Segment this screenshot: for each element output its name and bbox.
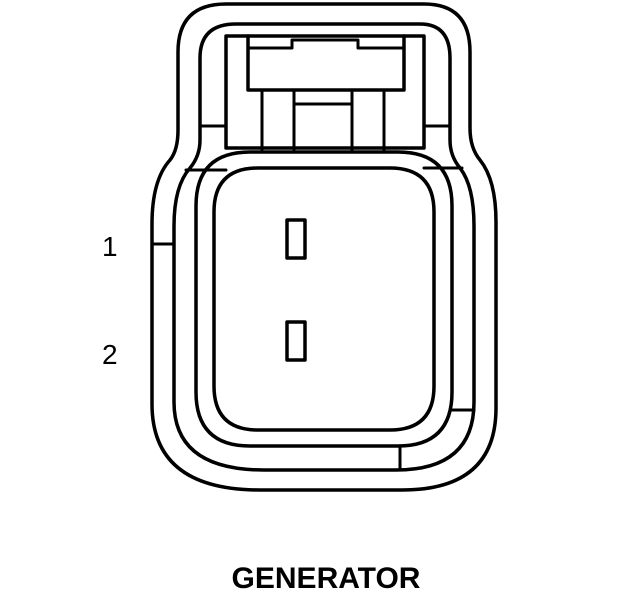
pin-cavity-2 bbox=[285, 320, 307, 362]
housing-inner-band bbox=[172, 22, 476, 472]
latch-tab bbox=[246, 34, 406, 92]
pin-label-2: 2 bbox=[102, 339, 118, 370]
mating-face-inner bbox=[212, 166, 436, 432]
pin-label-1: 1 bbox=[102, 231, 118, 262]
mating-face-outer bbox=[194, 150, 454, 448]
connector-name: GENERATOR bbox=[232, 562, 421, 595]
latch-frame bbox=[224, 34, 426, 150]
housing-outline bbox=[150, 2, 498, 492]
latch-arm-right bbox=[350, 88, 386, 154]
latch-tab-top bbox=[246, 38, 406, 50]
pin-cavity-1 bbox=[285, 218, 307, 260]
latch-arm-left bbox=[260, 88, 296, 154]
